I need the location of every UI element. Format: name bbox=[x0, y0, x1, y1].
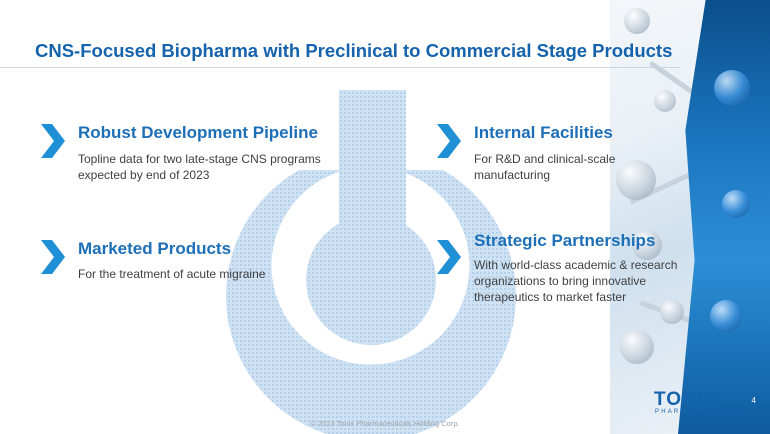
chevron-right-icon bbox=[41, 240, 65, 274]
chevron-right-icon bbox=[437, 240, 461, 274]
block-heading-partnerships: Strategic Partnerships bbox=[474, 231, 656, 250]
page-number: 4 bbox=[751, 396, 756, 405]
molecule-background-image bbox=[610, 0, 770, 434]
chevron-right-icon bbox=[437, 124, 461, 158]
chevron-right-icon bbox=[41, 124, 65, 158]
block-heading-marketed: Marketed Products bbox=[78, 239, 232, 258]
company-logo: TONIX PHARMACEUTICALS bbox=[654, 389, 745, 417]
block-heading-facilities: Internal Facilities bbox=[474, 123, 613, 142]
title-divider bbox=[0, 67, 680, 68]
block-body-facilities: For R&D and clinical-scale manufacturing bbox=[474, 152, 616, 182]
logo-wordmark: TONIX bbox=[654, 389, 717, 410]
block-body-partnerships: With world-class academic & research org… bbox=[474, 258, 678, 304]
block-body-marketed: For the treatment of acute migraine bbox=[78, 267, 266, 281]
block-body-pipeline: Topline data for two late-stage CNS prog… bbox=[78, 152, 321, 182]
copyright-footer: © 2023 Tonix Pharmaceuticals Holding Cor… bbox=[310, 419, 460, 428]
slide-title: CNS-Focused Biopharma with Preclinical t… bbox=[35, 40, 673, 61]
logo-tagline: PHARMACEUTICALS bbox=[655, 409, 748, 415]
block-heading-pipeline: Robust Development Pipeline bbox=[78, 123, 318, 142]
